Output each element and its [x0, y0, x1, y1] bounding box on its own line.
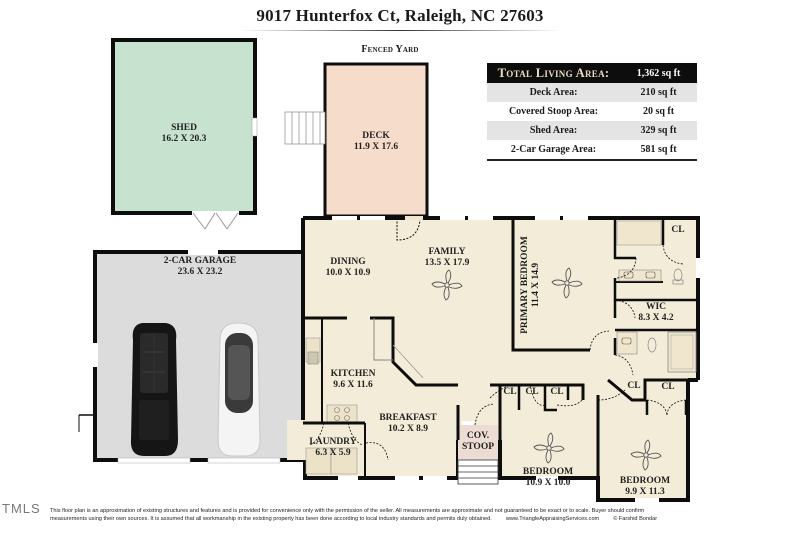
- ceiling-fan-icon: [551, 267, 583, 299]
- room-name: DECK: [362, 131, 390, 141]
- room-dims: 9.9 X 11.3: [625, 487, 665, 497]
- row-label: Total Living Area:: [497, 65, 610, 80]
- table-row-garage-area: 2-Car Garage Area: 581 sq ft: [487, 140, 697, 159]
- mls-logo: TMLS: [2, 501, 41, 516]
- room-dims: 11.4 X 14.9: [531, 262, 541, 308]
- shed-structure: [111, 38, 258, 230]
- table-row-covered-stoop-area: Covered Stoop Area: 20 sq ft: [487, 102, 697, 121]
- room-name: WIC: [645, 302, 667, 312]
- room-label-laundry: LAUNDRY 6.3 X 5.9: [303, 437, 363, 459]
- room-dims: 13.5 X 17.9: [424, 258, 470, 268]
- room-label-bedroom-2: BEDROOM 10.9 X 10.0: [515, 467, 581, 489]
- ceiling-fan-icon: [630, 439, 662, 471]
- title-underline: [240, 30, 560, 31]
- room-dims: 10.9 X 10.0: [525, 478, 571, 488]
- row-value: 210 sq ft: [640, 87, 677, 98]
- room-label-garage: 2-CAR GARAGE 23.6 X 23.2: [150, 256, 250, 278]
- fenced-yard-label: Fenced Yard: [361, 44, 419, 55]
- row-label: Deck Area:: [529, 87, 578, 98]
- closet-label: CL: [550, 387, 564, 397]
- room-name: BEDROOM: [522, 467, 574, 477]
- ceiling-fan-icon: [431, 269, 463, 301]
- area-summary-table: Total Living Area: 1,362 sq ft Deck Area…: [487, 63, 697, 161]
- row-label: Shed Area:: [529, 125, 578, 136]
- row-value: 20 sq ft: [642, 106, 675, 117]
- deck-structure: [284, 62, 429, 218]
- room-name: LAUNDRY: [309, 437, 357, 447]
- room-label-wic: WIC 8.3 X 4.2: [634, 302, 678, 324]
- row-value: 581 sq ft: [640, 144, 677, 155]
- main-house-structure: [287, 216, 700, 502]
- page-title: 9017 Hunterfox Ct, Raleigh, NC 27603: [256, 6, 544, 25]
- table-row-shed-area: Shed Area: 329 sq ft: [487, 121, 697, 140]
- copyright: © Farshid Bondar: [613, 516, 658, 522]
- closet-label: CL: [661, 382, 675, 392]
- white-car-icon: [217, 322, 261, 457]
- table-bottom-rule: [487, 159, 697, 161]
- table-row-deck-area: Deck Area: 210 sq ft: [487, 83, 697, 102]
- room-dims: 6.3 X 5.9: [315, 448, 351, 458]
- room-name: FAMILY: [428, 247, 466, 257]
- black-car-icon: [130, 323, 178, 456]
- room-name: KITCHEN: [330, 369, 376, 379]
- disclaimer: This floor plan is an approximation of e…: [50, 507, 790, 523]
- room-label-primary-bedroom: PRIMARY BEDROOM 11.4 X 14.9: [520, 230, 542, 340]
- room-name: SHED: [171, 123, 197, 133]
- room-name: BREAKFAST: [379, 413, 437, 423]
- room-name: BEDROOM: [619, 476, 671, 486]
- room-name: PRIMARY BEDROOM: [520, 236, 530, 334]
- closet-label: CL: [525, 387, 539, 397]
- room-label-family: FAMILY 13.5 X 17.9: [417, 247, 477, 269]
- room-label-cov-stoop: COV. STOOP: [458, 431, 498, 453]
- room-label-shed: SHED 16.2 X 20.3: [144, 123, 224, 145]
- table-row-total-living-area: Total Living Area: 1,362 sq ft: [487, 63, 697, 83]
- row-label: Covered Stoop Area:: [508, 106, 599, 117]
- room-name: COV.: [466, 431, 490, 441]
- room-dims: 10.2 X 8.9: [387, 424, 429, 434]
- room-label-breakfast: BREAKFAST 10.2 X 8.9: [373, 413, 443, 435]
- room-label-bedroom-3: BEDROOM 9.9 X 11.3: [612, 476, 678, 498]
- room-name-line2: STOOP: [461, 442, 495, 452]
- room-dims: 23.6 X 23.2: [177, 267, 223, 277]
- row-value: 329 sq ft: [640, 125, 677, 136]
- ceiling-fan-icon: [533, 432, 565, 464]
- room-dims: 8.3 X 4.2: [638, 313, 674, 323]
- closet-label: CL: [671, 225, 685, 235]
- room-dims: 9.6 X 11.6: [333, 380, 373, 390]
- room-dims: 10.0 X 10.9: [325, 268, 371, 278]
- disclaimer-line-1: This floor plan is an approximation of e…: [50, 508, 645, 514]
- garage-structure: [78, 250, 307, 464]
- room-label-deck: DECK 11.9 X 17.6: [336, 131, 416, 153]
- row-value: 1,362 sq ft: [636, 67, 681, 79]
- room-label-kitchen: KITCHEN 9.6 X 11.6: [323, 369, 383, 391]
- website-link[interactable]: www.TriangleAppraisingServices.com: [505, 516, 600, 522]
- room-dims: 11.9 X 17.6: [353, 142, 399, 152]
- closet-label: CL: [627, 381, 641, 391]
- room-dims: 16.2 X 20.3: [161, 134, 207, 144]
- room-name: DINING: [330, 257, 366, 267]
- closet-label: CL: [503, 387, 517, 397]
- disclaimer-text: measurements using their own sources. It…: [50, 516, 492, 522]
- room-name: 2-CAR GARAGE: [163, 256, 237, 266]
- room-label-dining: DINING 10.0 X 10.9: [318, 257, 378, 279]
- row-label: 2-Car Garage Area:: [510, 144, 597, 155]
- disclaimer-line-2: measurements using their own sources. It…: [50, 515, 790, 523]
